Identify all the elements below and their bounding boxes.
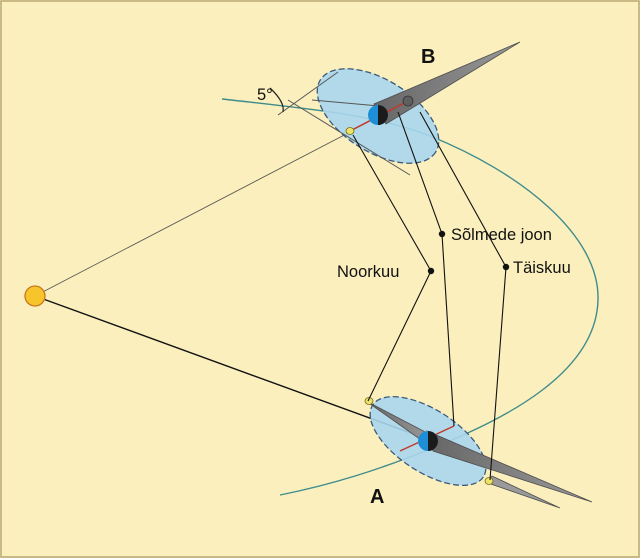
full-moon-in-shadow-b xyxy=(402,95,414,107)
sun-icon xyxy=(24,285,46,307)
label-inclination: 5° xyxy=(257,86,273,104)
earth-night-side-a xyxy=(428,431,438,451)
label-position-b: B xyxy=(421,46,435,68)
moon-icon xyxy=(345,127,355,135)
inclination-arc xyxy=(269,87,284,113)
label-position-a: A xyxy=(370,486,384,508)
sun-ray-to-b xyxy=(34,130,353,297)
ecliptic-line-b xyxy=(287,99,411,176)
sun-ray-to-a xyxy=(34,295,431,441)
label-line-of-nodes: Sõlmede joon xyxy=(451,226,552,244)
moon-icon xyxy=(484,477,494,485)
earth-night-side-b xyxy=(378,105,388,125)
inclination-tick xyxy=(277,71,339,116)
leader-dot-line-of-nodes xyxy=(438,230,446,238)
leader-dot-new-moon xyxy=(427,267,435,275)
leader-dot-full-moon xyxy=(502,263,510,271)
label-full-moon: Täiskuu xyxy=(513,259,571,277)
label-new-moon: Noorkuu xyxy=(337,263,399,281)
position-a-group xyxy=(364,395,593,509)
moon-icon xyxy=(364,397,374,405)
